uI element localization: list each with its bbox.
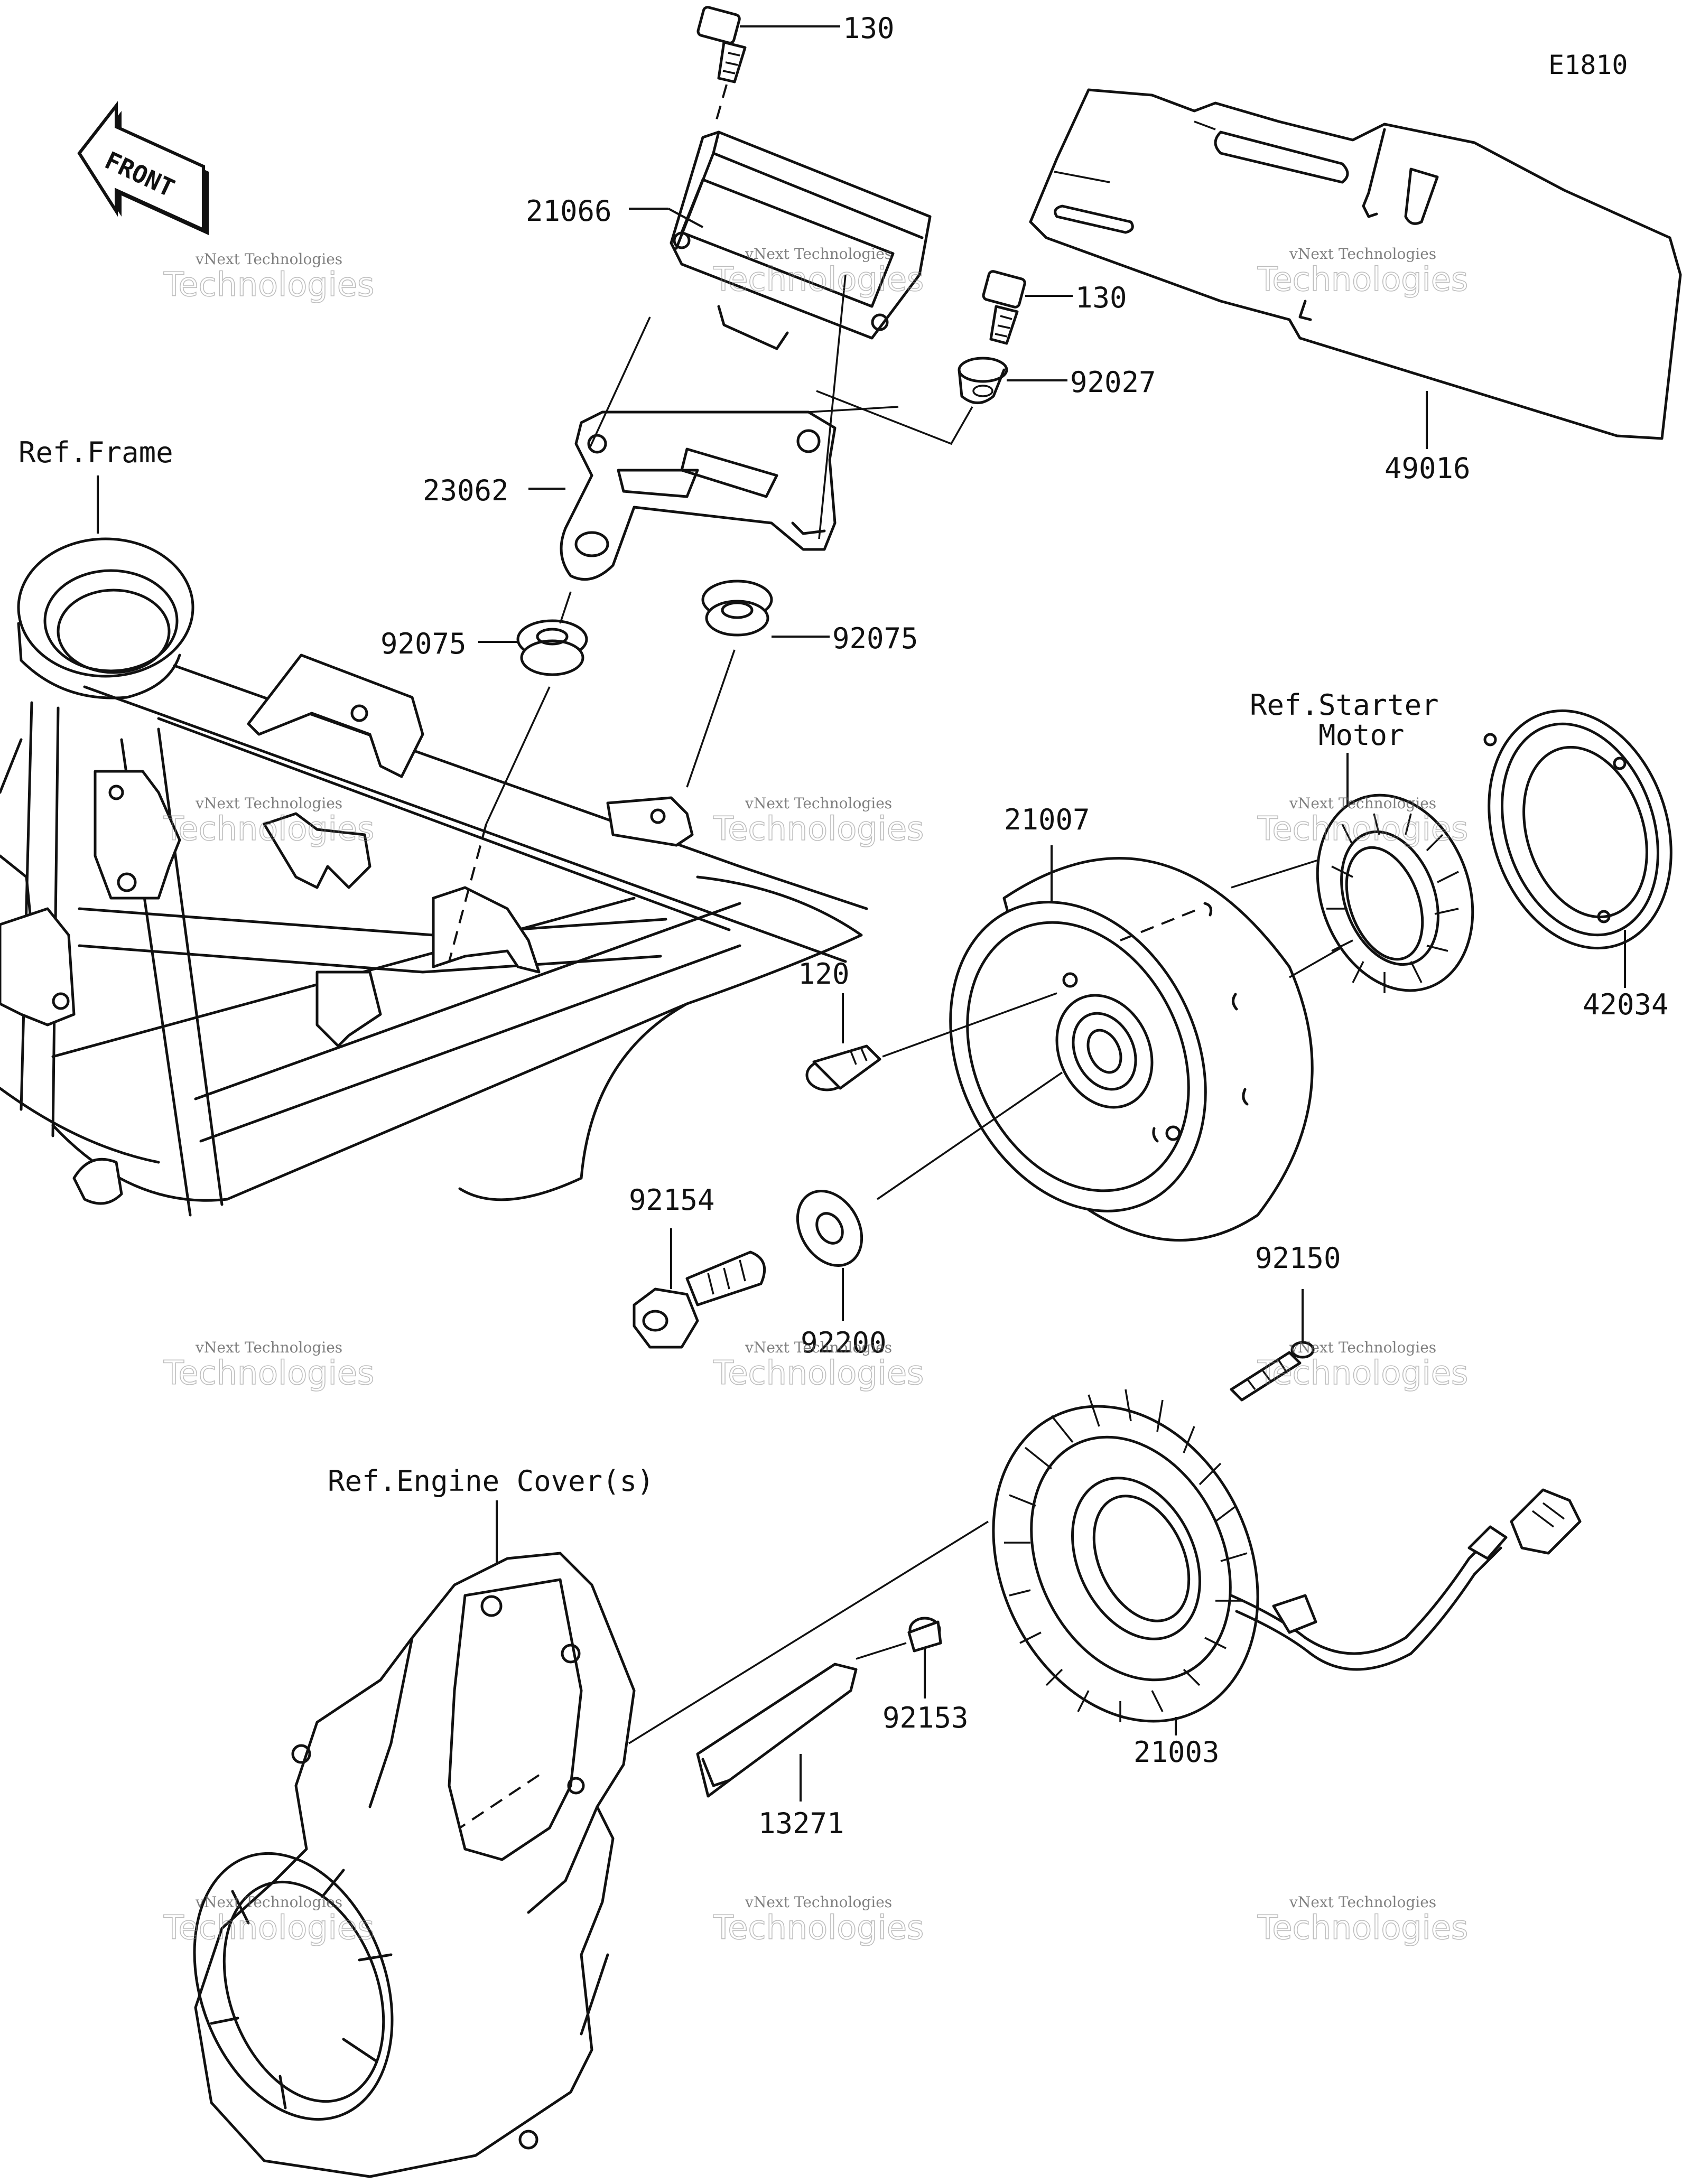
wm-large: Technologies [713, 1908, 924, 1947]
washer-line [877, 1071, 1063, 1200]
stator-21003 [992, 1389, 1582, 1723]
grommet-92075-right [701, 580, 773, 637]
grommet-lines [485, 591, 736, 825]
collar-92027 [958, 357, 1008, 404]
wm-large: Technologies [163, 265, 374, 304]
diagram-code: E1810 [1548, 50, 1628, 80]
leader-21066 [629, 208, 703, 228]
wm-small: vNext Technologies [1289, 795, 1436, 812]
ring-42034 [1483, 709, 1673, 950]
bolt-92154 [633, 1250, 766, 1349]
callout-21003: 21003 [1133, 1735, 1220, 1769]
cover-49016 [1029, 88, 1682, 440]
callout-92154: 92154 [629, 1183, 715, 1217]
callout-92153: 92153 [882, 1701, 969, 1734]
wm-small: vNext Technologies [745, 795, 892, 812]
wm-small: vNext Technologies [745, 245, 892, 263]
bolt-130-right [982, 270, 1026, 345]
wm-small: vNext Technologies [195, 1339, 342, 1356]
ref-starter-label-1: Ref.Starter [1250, 688, 1439, 722]
wm-large: Technologies [1257, 260, 1468, 298]
wm-large: Technologies [1257, 809, 1468, 848]
bolt-130-top [696, 6, 747, 122]
callout-23062: 23062 [423, 474, 509, 507]
callout-130-right: 130 [1075, 281, 1127, 314]
callout-21066: 21066 [526, 194, 612, 228]
rotor-21007 [949, 857, 1314, 1242]
wm-small: vNext Technologies [1289, 1339, 1436, 1356]
wm-large: Technologies [163, 809, 374, 848]
wm-large: Technologies [713, 809, 924, 848]
callout-13271: 13271 [758, 1807, 844, 1840]
wm-small: vNext Technologies [745, 1339, 892, 1356]
callout-130-top: 130 [843, 12, 895, 45]
relay-box-21066 [670, 130, 932, 350]
wm-small: vNext Technologies [195, 795, 342, 812]
bolt-120 [805, 1044, 881, 1091]
bolt-92153 [907, 1617, 942, 1653]
callout-92027: 92027 [1070, 366, 1156, 399]
wm-large: Technologies [163, 1354, 374, 1392]
starter-clutch [1316, 794, 1474, 993]
callout-92150: 92150 [1255, 1242, 1341, 1275]
frame-section [0, 537, 868, 1217]
wm-small: vNext Technologies [745, 1893, 892, 1911]
grommet-92075-left [516, 619, 588, 676]
front-direction-arrow-icon: FRONT [77, 101, 209, 235]
bolt-92150 [1230, 1341, 1315, 1402]
ref-engine-cover-label: Ref.Engine Cover(s) [328, 1464, 654, 1498]
bolt-92153-line [856, 1642, 907, 1660]
engine-cover [193, 1552, 636, 2178]
wm-large: Technologies [713, 260, 924, 298]
ref-starter-label-2: Motor [1318, 718, 1405, 752]
callout-92075-left: 92075 [380, 627, 467, 660]
callout-92075-right: 92075 [832, 622, 918, 655]
callout-92200: 92200 [801, 1326, 887, 1359]
bracket-23062 [560, 410, 837, 581]
wm-large: Technologies [163, 1908, 374, 1947]
ref-frame-label: Ref.Frame [18, 436, 173, 469]
callout-21007: 21007 [1004, 803, 1090, 836]
wm-large: Technologies [1257, 1908, 1468, 1947]
bolt-120-line [882, 992, 1057, 1058]
wm-large: Technologies [1257, 1354, 1468, 1392]
wm-small: vNext Technologies [195, 250, 342, 268]
relay-to-bracket-lines [588, 274, 899, 539]
wm-small: vNext Technologies [195, 1893, 342, 1911]
callout-42034: 42034 [1583, 988, 1669, 1021]
callout-49016: 49016 [1385, 452, 1471, 485]
wm-small: vNext Technologies [1289, 1893, 1436, 1911]
wm-large: Technologies [713, 1354, 924, 1392]
bracket-link-line [816, 390, 973, 445]
washer-92200 [796, 1189, 863, 1267]
callout-120: 120 [798, 957, 850, 991]
clamp-13271 [696, 1663, 858, 1798]
stator-to-cover-line [628, 1520, 989, 1744]
wm-small: vNext Technologies [1289, 245, 1436, 263]
